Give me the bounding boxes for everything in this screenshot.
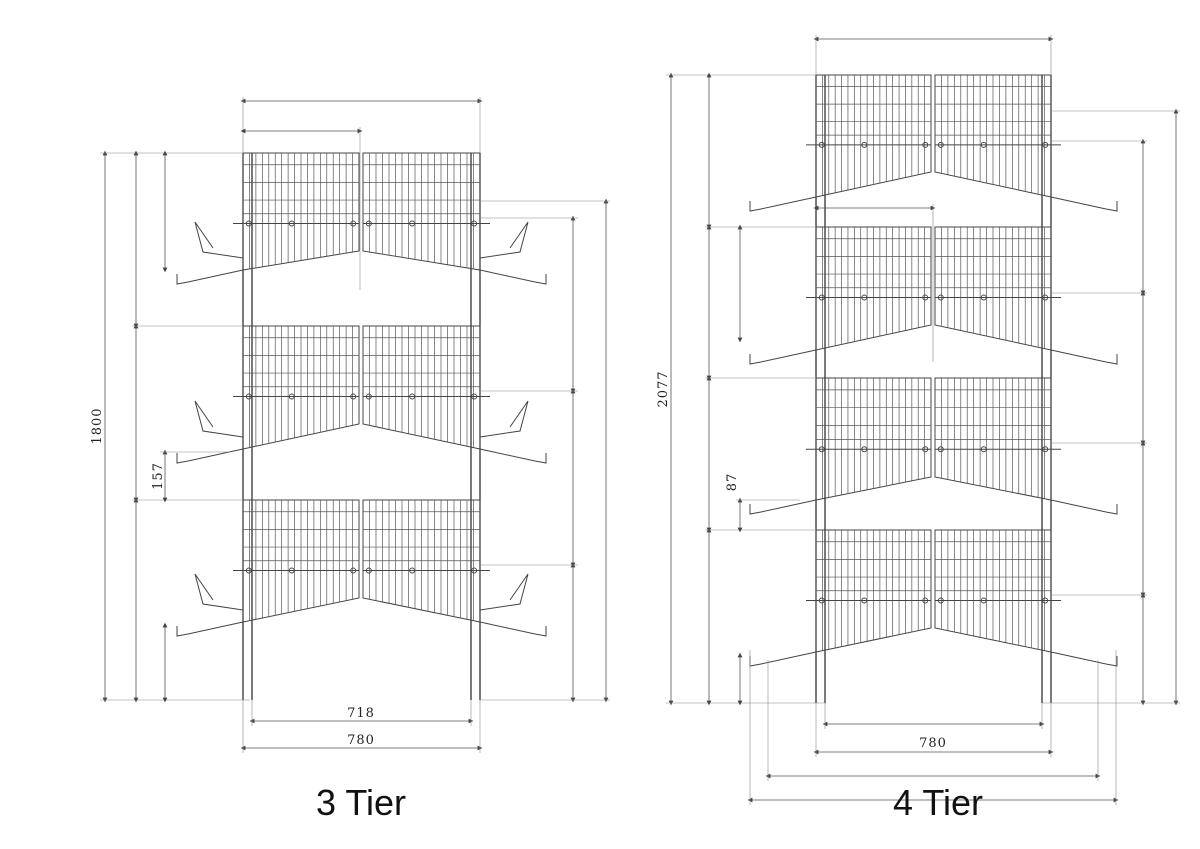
egg-trough [479,448,547,464]
cage-mesh-panel [233,325,360,450]
door-hook [479,400,529,438]
inner-width-label: 718 [347,706,375,721]
door-hook [479,221,529,259]
four-tier-cage-drawing: 2077 87 780 [656,35,1180,823]
door-hook [194,573,244,611]
cage-mesh-panel [934,529,1061,653]
overall-height-label: 2077 [656,370,671,407]
cage-tier [176,325,547,464]
cage-tier [176,499,547,637]
egg-trough [749,349,817,365]
cage-mesh-panel [362,499,490,623]
egg-trough [479,269,547,285]
egg-trough [749,196,817,212]
cage-mesh-panel [806,74,932,198]
cage-mesh-panel [806,226,932,351]
egg-trough [749,499,817,515]
door-hook [194,221,244,259]
outer-width-label: 780 [347,733,375,748]
tier-gap-label: 87 [725,473,740,492]
cage-tier [749,74,1118,212]
cage-tier [749,377,1118,515]
door-hook [479,573,529,611]
egg-trough [176,269,244,285]
cage-mesh-panel [934,74,1061,198]
cage-mesh-panel [806,377,932,501]
cage-mesh-panel [362,325,490,450]
egg-trough [1050,651,1118,667]
cage-tier [749,226,1118,365]
cage-mesh-panel [362,152,490,271]
egg-trough [176,621,244,637]
egg-trough [479,621,547,637]
egg-trough [1050,196,1118,212]
cage-tier [176,152,547,285]
egg-trough [176,448,244,464]
cage-mesh-panel [233,499,360,623]
four-tier-caption: 4 Tier [893,782,983,823]
overall-height-label: 1800 [90,407,105,444]
width-label: 780 [919,736,947,751]
cage-mesh-panel [233,152,360,271]
door-hook [194,400,244,438]
three-tier-caption: 3 Tier [316,782,406,823]
egg-trough [1050,499,1118,515]
egg-trough [749,651,817,667]
cage-mesh-panel [806,529,932,653]
tier-gap-label: 157 [151,462,166,490]
three-tier-cage-drawing: 1800 157 718 780 3 Tier [90,97,610,823]
cage-mesh-panel [934,226,1061,351]
egg-trough [1050,349,1118,365]
cage-tier [749,529,1118,667]
